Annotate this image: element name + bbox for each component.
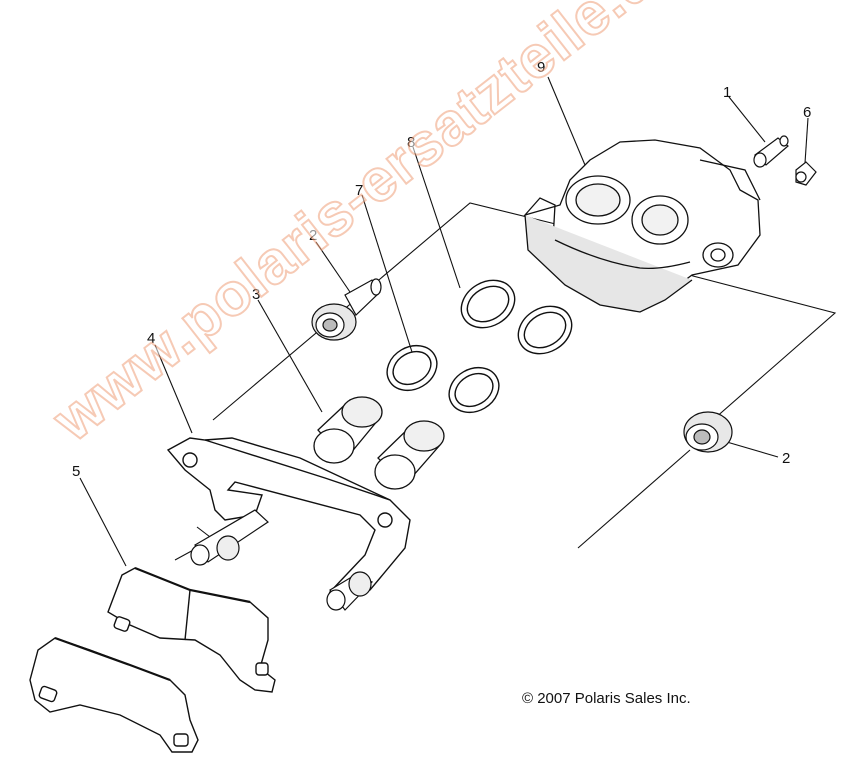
callout-8: 8 (407, 134, 415, 151)
callout-6: 6 (803, 104, 811, 121)
leader-2-right (719, 439, 779, 458)
copyright-notice: © 2007 Polaris Sales Inc. (522, 690, 691, 707)
leader-9 (547, 76, 586, 166)
bleeder-cap (795, 161, 817, 186)
pistons (313, 396, 445, 490)
callout-3: 3 (252, 286, 260, 303)
leader-7 (361, 194, 413, 353)
leader-1 (728, 96, 766, 143)
slide-pin-boot-right (683, 411, 733, 453)
brake-pads (29, 566, 276, 753)
leader-2-top (315, 241, 351, 293)
callout-7: 7 (355, 182, 363, 199)
piston-seals-7 (386, 344, 500, 414)
assembly-line-lower (577, 449, 691, 549)
bleeder-screw (753, 135, 789, 168)
guide-pins (190, 509, 374, 611)
callout-1: 1 (723, 84, 731, 101)
callout-5: 5 (72, 463, 80, 480)
leader-3 (257, 299, 323, 413)
leader-5 (79, 477, 127, 567)
callout-2-right: 2 (782, 450, 790, 467)
callout-4: 4 (147, 330, 155, 347)
piston-seals-8 (460, 279, 573, 355)
callout-2-top: 2 (309, 227, 317, 244)
leader-8 (412, 146, 461, 289)
leader-4 (154, 344, 193, 434)
caliper-housing (523, 139, 761, 313)
slide-pin-boot (311, 278, 382, 341)
leader-6 (804, 117, 809, 164)
callout-9: 9 (537, 59, 545, 76)
pad-bracket (166, 437, 411, 601)
